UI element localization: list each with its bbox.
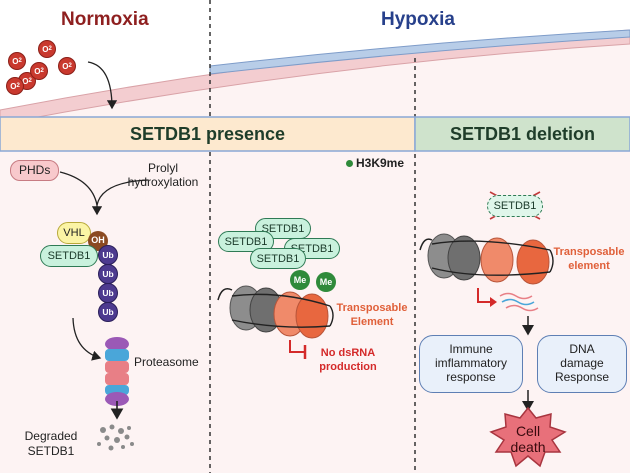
transposable-element-label-right-line2: element: [568, 260, 610, 272]
oxygen-arrow: [87, 61, 118, 110]
transposable-element-label-line1: Transposable: [336, 302, 408, 314]
transcription-arrowhead: [490, 297, 497, 307]
dna-line2: damage: [560, 356, 604, 371]
cell-death-burst: [489, 406, 567, 468]
setdb1-complex: SETDB1: [250, 248, 306, 269]
presence-band-label: SETDB1 presence: [129, 124, 286, 144]
hypoxia-membrane: [209, 29, 630, 75]
transposable-element-label-line2: Element: [350, 316, 394, 328]
no-dsrna-label-line2: production: [319, 361, 377, 373]
normoxia-title: Normoxia: [61, 9, 149, 30]
transposable-element-label-right-line1: Transposable: [553, 246, 625, 258]
setdb1-complex: SETDB1: [218, 231, 274, 252]
dna-damage-box: DNA damage Response: [537, 335, 627, 393]
nucleosomes-active: [419, 233, 554, 285]
dna-line3: Response: [554, 369, 610, 384]
setdb1-protein: SETDB1: [40, 245, 98, 267]
immune-line3: response: [446, 369, 496, 384]
proteasome-icon: [105, 337, 129, 406]
proteasome-label: Proteasome: [134, 355, 199, 369]
vhl-protein: VHL: [57, 222, 91, 244]
h3k9me-legend: H3K9me: [356, 156, 405, 170]
inhibition-arrow: [289, 340, 305, 353]
prolyl-label-line1: Prolyl: [147, 161, 178, 175]
methyl-mark: Me: [290, 270, 310, 290]
phds-label: PHDs: [10, 160, 60, 182]
immune-response-box: Immune imflammatory response: [419, 335, 523, 393]
immune-line2: imflammatory: [434, 356, 507, 371]
nucleosomes-silenced: [217, 285, 334, 339]
to-proteasome-arrow: [72, 317, 102, 361]
deletion-band: [414, 116, 630, 152]
methyl-mark: Me: [316, 272, 336, 292]
ubiquitin: Ub: [98, 302, 118, 322]
degraded-fragments-icon: [97, 424, 134, 451]
dna-line1: DNA: [569, 342, 595, 357]
deletion-band-label: SETDB1 deletion: [449, 124, 596, 144]
transcription-arrow: [477, 288, 492, 303]
ubiquitin: Ub: [98, 245, 118, 265]
cell-death-line1: Cell: [515, 423, 541, 439]
immune-line1: Immune: [449, 342, 493, 357]
dsrna-icon: [499, 292, 539, 312]
ubiquitin: Ub: [98, 283, 118, 303]
degraded-label-line2: SETDB1: [27, 444, 75, 458]
deleted-setdb1: SETDB1: [487, 195, 543, 217]
degraded-label-line1: Degraded: [24, 429, 78, 443]
hypoxia-title: Hypoxia: [381, 9, 455, 30]
prolyl-label-line2: hydroxylation: [127, 175, 199, 189]
ubiquitin: Ub: [98, 264, 118, 284]
hydroxylation-curve: [59, 171, 149, 206]
cell-death-line2: death: [510, 439, 546, 455]
h3k9me-legend-dot: [346, 160, 353, 167]
presence-band: [0, 116, 416, 152]
no-dsrna-label-line1: No dsRNA: [320, 347, 376, 359]
